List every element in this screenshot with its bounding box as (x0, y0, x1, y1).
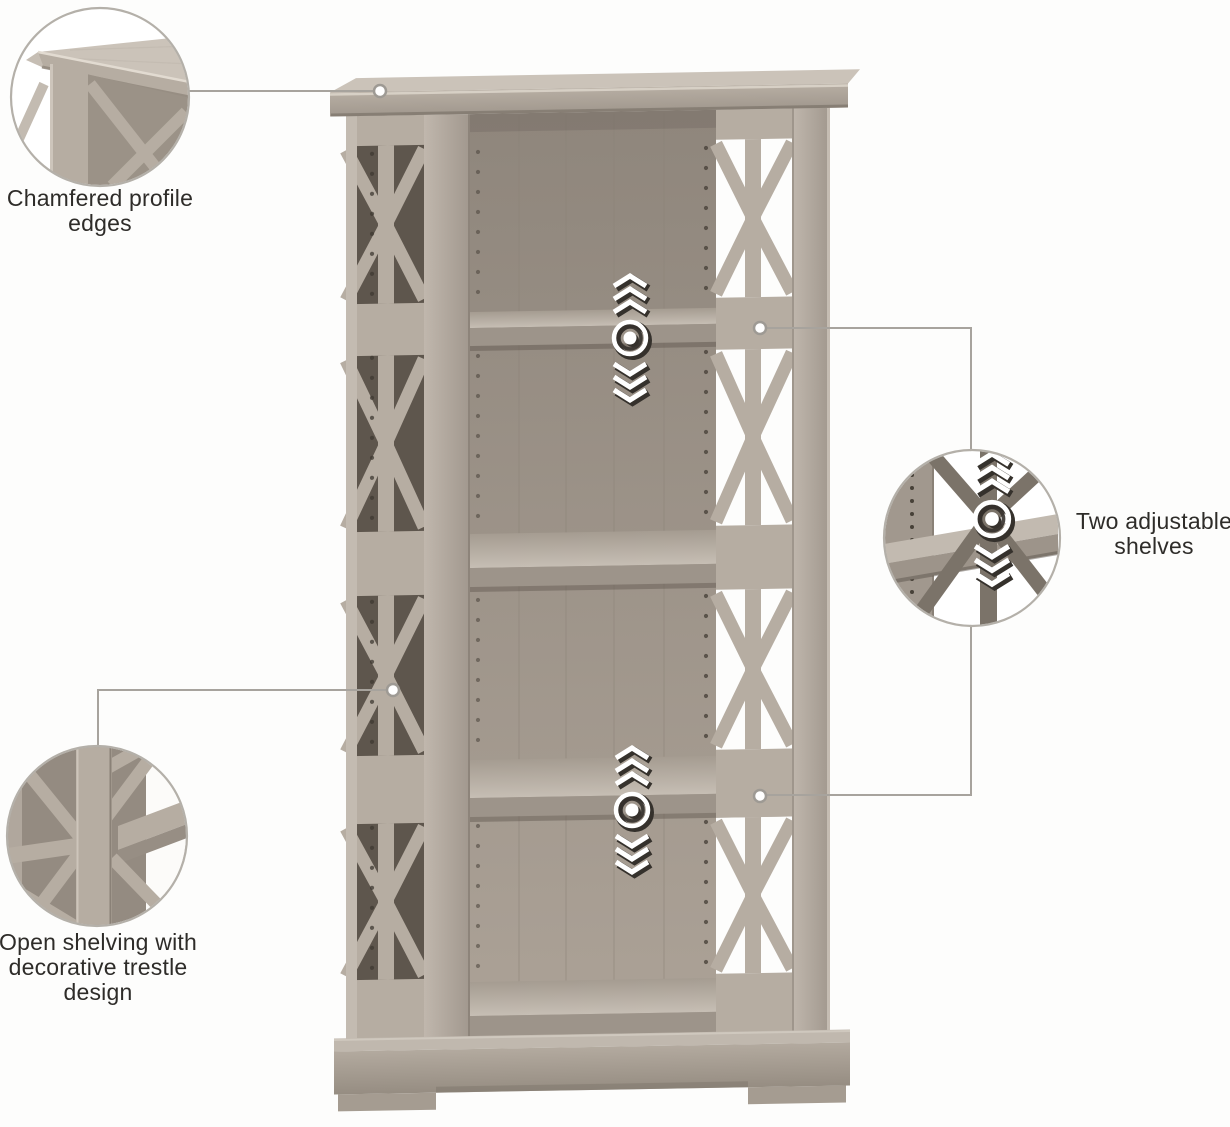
callout-circle-trestle-design (5, 744, 189, 928)
right-front-post (792, 107, 830, 1034)
callout-circle-adjustable-shelves (882, 448, 1062, 628)
shelf-pin-holes (369, 151, 375, 970)
bookcase (330, 69, 860, 1112)
callout-circle-chamfered-edges (9, 6, 191, 188)
top-panel (330, 69, 860, 117)
adjustable-shelf-lower (430, 754, 788, 823)
left-foot (338, 1092, 436, 1112)
leader-dot-icon (372, 83, 388, 99)
leader-line-trestle (97, 689, 393, 747)
leader-dots (372, 83, 768, 804)
shelf-pin-holes (703, 145, 709, 965)
left-trestle-side (340, 114, 470, 1051)
leader-dot-icon (752, 788, 768, 804)
chamfer-edge-highlight (330, 84, 848, 96)
adjustable-shelf-upper (430, 306, 788, 352)
callout-label-adjustable-shelves: Two adjustable shelves (1075, 508, 1230, 559)
bottom-shelf (430, 976, 788, 1037)
leader-dot-icon (752, 320, 768, 336)
callout-label-chamfered-edges: Chamfered profile edges (6, 185, 194, 236)
left-front-post (424, 114, 470, 1040)
right-foot (748, 1085, 846, 1105)
right-trestle-side (710, 107, 830, 1044)
leader-dot-icon (385, 682, 401, 698)
fixed-middle-shelf (430, 528, 788, 593)
callout-label-open-shelving: Open shelving with decorative trestle de… (0, 929, 197, 1005)
shelf-pin-holes (475, 149, 481, 969)
base-plinth (334, 1029, 850, 1112)
